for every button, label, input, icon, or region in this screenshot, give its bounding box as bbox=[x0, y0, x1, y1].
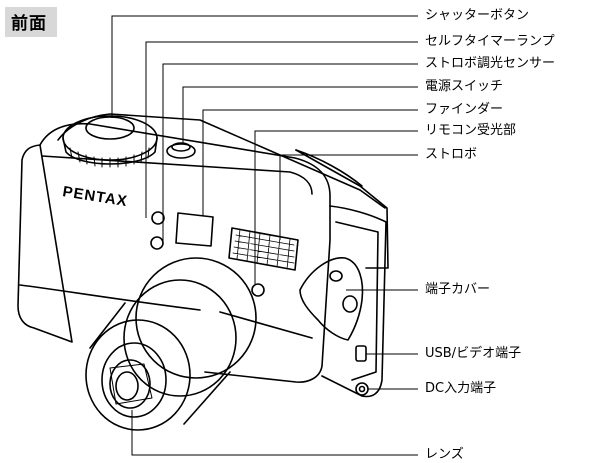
camera-top-right-face bbox=[295, 149, 389, 269]
label-self-timer-lamp: セルフタイマーランプ bbox=[425, 34, 555, 49]
leader-lens bbox=[131, 410, 418, 456]
lens-ring-2 bbox=[123, 279, 237, 397]
lens-base-ring bbox=[135, 257, 257, 379]
leader-remote bbox=[254, 130, 418, 284]
shutter-dial-knurl bbox=[69, 147, 150, 168]
camera-right-side-inner bbox=[335, 221, 379, 381]
terminal-cover-hole-top bbox=[329, 270, 343, 282]
label-viewfinder: ファインダー bbox=[425, 102, 504, 117]
dc-input-port bbox=[355, 382, 369, 396]
label-shutter-button: シャッターボタン bbox=[425, 8, 530, 23]
leader-flash-sensor bbox=[162, 63, 418, 245]
dc-input-port-inner bbox=[358, 385, 366, 393]
lens-front-ring bbox=[85, 319, 191, 431]
label-terminal-cover: 端子カバー bbox=[425, 282, 491, 297]
label-dc-input-port: DC入力端子 bbox=[425, 381, 497, 396]
camera-top-ridge bbox=[295, 149, 363, 187]
label-flash: ストロボ bbox=[425, 147, 478, 162]
camera-right-side bbox=[321, 205, 387, 398]
terminal-cover bbox=[299, 257, 364, 341]
leader-shutter bbox=[111, 15, 418, 118]
flash-panel bbox=[228, 227, 299, 271]
label-flash-sensor: ストロボ調光センサー bbox=[425, 56, 556, 71]
leader-lines bbox=[111, 15, 418, 456]
camera-grip-line-2 bbox=[219, 311, 313, 339]
terminal-cover-hole-bottom bbox=[342, 295, 358, 313]
remote-receiver bbox=[251, 283, 265, 297]
flash-panel-texture bbox=[232, 228, 295, 270]
usb-video-port bbox=[355, 345, 367, 362]
leader-self-timer bbox=[145, 41, 418, 218]
camera-front-inner bbox=[41, 155, 313, 195]
self-timer-lamp bbox=[151, 211, 165, 225]
lens-front-inner bbox=[101, 342, 167, 418]
leader-viewfinder bbox=[202, 109, 418, 216]
leader-power bbox=[182, 86, 418, 143]
lens-glass-inner bbox=[115, 371, 139, 401]
power-switch bbox=[166, 143, 196, 159]
brand-logo: PENTAX bbox=[61, 183, 129, 210]
viewfinder-window bbox=[175, 212, 214, 247]
lens-glass bbox=[109, 359, 151, 409]
flash-sensor bbox=[150, 236, 164, 250]
camera-front-face bbox=[17, 122, 331, 383]
leader-flash bbox=[279, 154, 418, 240]
section-title: 前面 bbox=[11, 14, 47, 34]
label-usb-video-port: USB/ビデオ端子 bbox=[425, 346, 522, 361]
label-remote-receiver: リモコン受光部 bbox=[425, 123, 517, 138]
shutter-dial bbox=[62, 115, 158, 161]
label-lens: レンズ bbox=[425, 447, 464, 462]
section-title-tab bbox=[5, 7, 57, 37]
camera-grip-line bbox=[19, 284, 201, 311]
lens-barrel-side bbox=[89, 302, 231, 425]
shutter-button bbox=[85, 116, 135, 140]
label-power-switch: 電源スイッチ bbox=[425, 79, 504, 94]
lens-cap-blades bbox=[109, 363, 153, 405]
power-switch-top bbox=[171, 142, 191, 152]
